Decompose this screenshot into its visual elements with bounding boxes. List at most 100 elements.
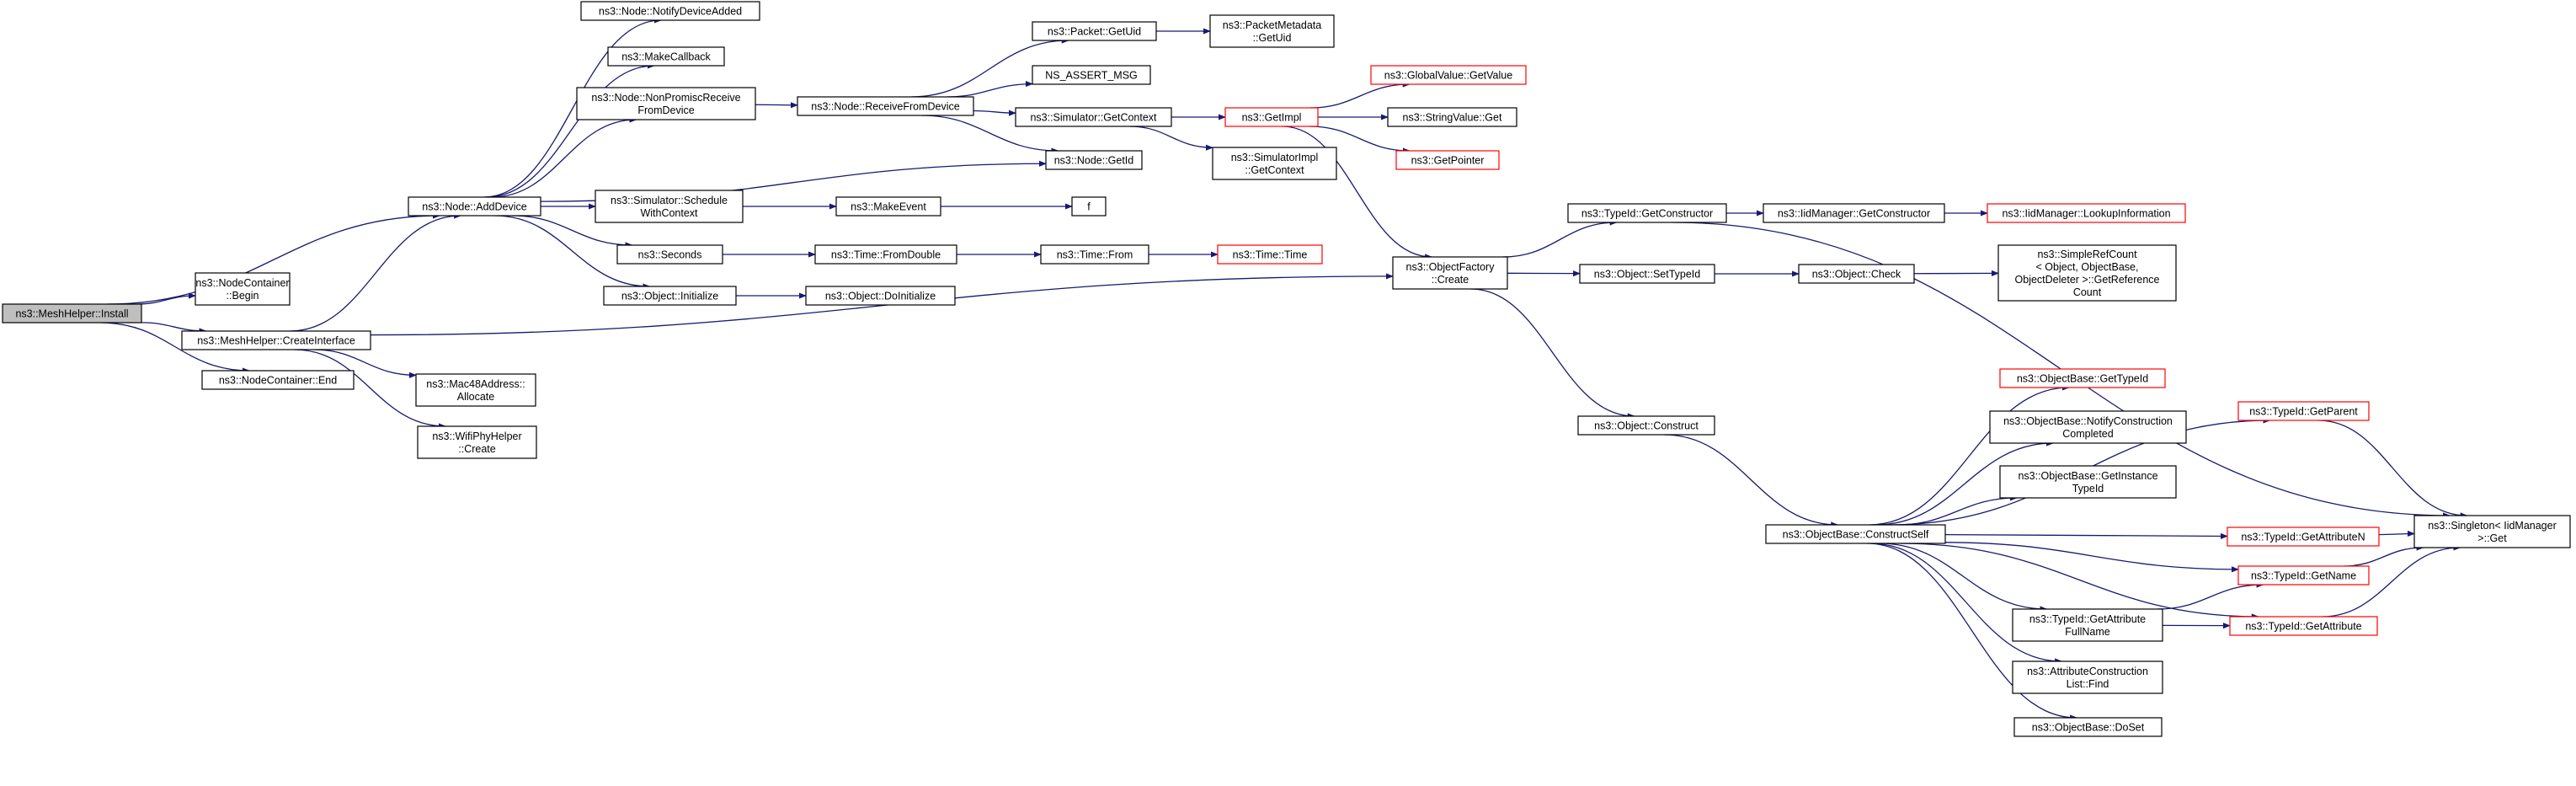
node-strget[interactable]: ns3::StringValue::Get <box>1387 107 1517 127</box>
node-label-line: ns3::TypeId::GetAttributeN <box>2241 531 2365 543</box>
node-simimplctx[interactable]: ns3::SimulatorImpl::GetContext <box>1212 147 1337 180</box>
node-srcount[interactable]: ns3::SimpleRefCount< Object, ObjectBase,… <box>1997 244 2177 302</box>
edge-adddevice-to-objinit <box>494 215 651 290</box>
node-box <box>1392 256 1508 290</box>
node-label-line: ns3::TypeId::GetConstructor <box>1581 207 1713 219</box>
node-label-line: ns3::ObjectBase::GetInstance <box>2018 470 2157 482</box>
node-wifiphy[interactable]: ns3::WifiPhyHelper::Create <box>417 425 537 459</box>
node-objcheck[interactable]: ns3::Object::Check <box>1798 264 1915 284</box>
node-getparent[interactable]: ns3::TypeId::GetParent <box>2237 401 2370 421</box>
node-getattr[interactable]: ns3::TypeId::GetAttribute <box>2229 616 2378 636</box>
node-notifyconst[interactable]: ns3::ObjectBase::NotifyConstructionCompl… <box>1989 410 2187 444</box>
node-box <box>835 196 941 217</box>
node-getattrn[interactable]: ns3::TypeId::GetAttributeN <box>2227 527 2380 547</box>
node-makeevent[interactable]: ns3::MakeEvent <box>835 196 941 217</box>
node-label-line: Completed <box>2062 428 2113 440</box>
node-makecallback[interactable]: ns3::MakeCallback <box>607 46 725 67</box>
node-box <box>2012 660 2163 694</box>
node-f[interactable]: f <box>1071 196 1107 217</box>
node-label-line: ns3::ObjectBase::GetTypeId <box>2017 372 2148 384</box>
node-label-line: ns3::WifiPhyHelper <box>432 430 521 442</box>
node-simctx[interactable]: ns3::Simulator::GetContext <box>1015 107 1172 127</box>
node-fromdouble[interactable]: ns3::Time::FromDouble <box>814 244 957 265</box>
node-obgettid[interactable]: ns3::ObjectBase::GetTypeId <box>1999 368 2166 388</box>
node-label-line: ns3::GlobalValue::GetValue <box>1384 69 1512 81</box>
node-recvfrom[interactable]: ns3::Node::ReceiveFromDevice <box>797 96 974 116</box>
node-iidctor[interactable]: ns3::IidManager::GetConstructor <box>1763 203 1945 223</box>
node-objinit[interactable]: ns3::Object::Initialize <box>603 286 737 306</box>
node-pktuid[interactable]: ns3::Packet::GetUid <box>1032 21 1157 41</box>
node-gvget[interactable]: ns3::GlobalValue::GetValue <box>1370 65 1527 85</box>
node-objfactory[interactable]: ns3::ObjectFactory::Create <box>1392 256 1508 290</box>
node-box <box>2013 717 2163 737</box>
node-getptr[interactable]: ns3::GetPointer <box>1395 150 1500 170</box>
node-label-line: ns3::StringValue::Get <box>1403 111 1502 123</box>
edge-adddevice-to-notifydev <box>483 17 662 198</box>
node-objconstruct[interactable]: ns3::Object::Construct <box>1577 415 1715 436</box>
node-label-line: ns3::AttributeConstruction <box>2027 666 2148 677</box>
node-singleton[interactable]: ns3::Singleton< IidManager>::Get <box>2413 515 2571 548</box>
node-getname[interactable]: ns3::TypeId::GetName <box>2237 565 2370 585</box>
node-box <box>2 303 142 323</box>
node-label-line: ns3::Object::Check <box>1812 268 1901 280</box>
node-tidctor[interactable]: ns3::TypeId::GetConstructor <box>1567 203 1727 223</box>
edge-getimpl-to-gvget <box>1310 81 1411 109</box>
node-box <box>1387 107 1517 127</box>
node-label-line: FullName <box>2065 626 2110 638</box>
edge-adddevice-to-makecallback <box>486 62 655 198</box>
node-label-line: f <box>1087 201 1091 212</box>
node-pmuid[interactable]: ns3::PacketMetadata::GetUid <box>1209 14 1335 48</box>
node-label-line: ::Create <box>1432 274 1469 286</box>
node-label-line: ns3::Object::Initialize <box>621 290 718 302</box>
node-box <box>1040 244 1149 265</box>
node-label-line: ns3::Node::NotifyDeviceAdded <box>599 5 742 17</box>
edge-simctx-to-simimplctx <box>1129 126 1213 151</box>
edge-adddevice-to-nonpromisc <box>492 116 637 198</box>
node-box <box>797 96 974 116</box>
node-label-line: ns3::Node::AddDevice <box>422 201 526 212</box>
node-settid[interactable]: ns3::Object::SetTypeId <box>1579 264 1715 284</box>
node-label-line: TypeId <box>2072 483 2104 495</box>
node-nodeid[interactable]: ns3::Node::GetId <box>1045 150 1143 170</box>
edge-constructself-to-getname <box>1944 542 2239 573</box>
node-ncbegin[interactable]: ns3::NodeContainer::Begin <box>195 272 291 306</box>
node-box <box>607 46 725 67</box>
node-timetime[interactable]: ns3::Time::Time <box>1217 244 1323 265</box>
node-label-line: ns3::Simulator::Schedule <box>611 195 728 206</box>
node-label-line: ns3::Singleton< IidManager <box>2428 520 2557 532</box>
node-install[interactable]: ns3::MeshHelper::Install <box>2 303 142 323</box>
node-box <box>1987 203 2186 223</box>
node-box <box>417 425 537 459</box>
node-label-line: List::Find <box>2067 678 2109 690</box>
node-label-line: ::Create <box>458 443 496 455</box>
node-label-line: ns3::SimpleRefCount <box>2037 249 2137 260</box>
edge-createiface-to-adddevice <box>290 212 462 332</box>
node-label-line: ::GetUid <box>1253 32 1292 44</box>
node-box <box>1579 264 1715 284</box>
node-box <box>1765 524 1946 544</box>
node-nsassert[interactable]: NS_ASSERT_MSG <box>1032 65 1151 85</box>
node-timefrom[interactable]: ns3::Time::From <box>1040 244 1149 265</box>
node-adddevice[interactable]: ns3::Node::AddDevice <box>408 196 541 217</box>
node-box <box>2413 515 2571 548</box>
node-label-line: ns3::Object::SetTypeId <box>1594 268 1701 280</box>
node-lookup[interactable]: ns3::IidManager::LookupInformation <box>1987 203 2186 223</box>
node-label-line: ns3::TypeId::GetAttribute <box>2029 613 2146 625</box>
node-createiface[interactable]: ns3::MeshHelper::CreateInterface <box>181 330 371 350</box>
node-getimpl[interactable]: ns3::GetImpl <box>1224 107 1319 127</box>
node-constructself[interactable]: ns3::ObjectBase::ConstructSelf <box>1765 524 1946 544</box>
edge-getimpl-to-objfactory <box>1282 126 1433 260</box>
node-label-line: ns3::Object::DoInitialize <box>825 290 936 302</box>
node-label-line: ns3::Seconds <box>638 249 702 260</box>
node-notifydev[interactable]: ns3::Node::NotifyDeviceAdded <box>580 1 760 21</box>
node-doset[interactable]: ns3::ObjectBase::DoSet <box>2013 717 2163 737</box>
node-seconds[interactable]: ns3::Seconds <box>616 244 723 265</box>
node-ncend[interactable]: ns3::NodeContainer::End <box>201 370 355 390</box>
node-doinit[interactable]: ns3::Object::DoInitialize <box>805 286 956 306</box>
node-mac48[interactable]: ns3::Mac48Address::Allocate <box>415 373 536 407</box>
